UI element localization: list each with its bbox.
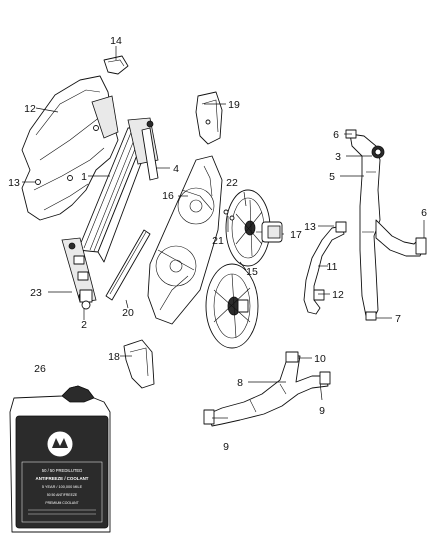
callout-labels: 14 12 13 1 4 19 16 22 21 17 15 23 2 20 1… <box>8 35 427 453</box>
jug-label-line5: PREMIUM COOLANT <box>45 501 78 505</box>
part-17-fan-lower <box>205 263 259 349</box>
part-11-13-small-hose <box>303 221 347 315</box>
part-19-fan-motor <box>256 221 283 243</box>
callout-10: 10 <box>314 353 326 365</box>
part-2-25-drain <box>79 289 93 310</box>
callout-1: 1 <box>81 171 87 183</box>
callout-4: 4 <box>173 163 179 175</box>
callout-5: 5 <box>329 171 335 183</box>
callout-11: 11 <box>327 261 338 273</box>
part-20-bracket <box>123 339 155 389</box>
callout-18: 16 <box>162 190 174 202</box>
part-14-15-air-duct <box>21 75 119 221</box>
callout-17: 15 <box>246 266 258 278</box>
part-8-10-lower-hose <box>203 351 331 427</box>
callout-9-left: 9 <box>223 441 229 453</box>
callout-12: 12 <box>332 289 344 301</box>
callout-3: 3 <box>335 151 341 163</box>
part-26-coolant-jug: 50 / 50 PREDILUTED ANTIFREEZE / COOLANT … <box>9 385 111 533</box>
jug-label-line3: 5 YEAR / 100,000 MILE <box>42 485 83 489</box>
part-23-screws <box>223 209 235 221</box>
part-22-seal <box>105 229 151 301</box>
callout-25: 23 <box>30 287 42 299</box>
jug-label-line4: 50 50 ANTIFREEZE <box>47 493 78 497</box>
jug-label-line1: 50 / 50 PREDILUTED <box>42 468 83 473</box>
callout-7: 7 <box>395 313 401 325</box>
part-18-fan-shroud <box>147 155 223 325</box>
jug-label-line2: ANTIFREEZE / COOLANT <box>36 476 89 481</box>
part-3-5-upper-hose <box>345 129 427 321</box>
callout-23: 21 <box>212 235 224 247</box>
callout-13: 13 <box>304 221 316 233</box>
part-21-bracket <box>195 91 223 145</box>
callout-20: 18 <box>108 351 120 363</box>
callout-26: 26 <box>34 363 46 375</box>
part-24-fan-upper <box>225 189 271 267</box>
part-1-radiator <box>61 117 159 303</box>
leader-lines <box>22 46 425 419</box>
callout-14: 12 <box>24 103 36 115</box>
callout-22: 20 <box>122 307 134 319</box>
callout-15: 13 <box>8 177 20 189</box>
callout-6-top: 6 <box>333 129 339 141</box>
callout-21: 19 <box>228 99 240 111</box>
callout-8: 8 <box>237 377 243 389</box>
callout-16: 14 <box>110 35 122 47</box>
callout-2: 2 <box>81 319 87 331</box>
part-16-bracket <box>103 55 129 75</box>
callout-9-right: 9 <box>319 405 325 417</box>
callout-6-right: 6 <box>421 207 427 219</box>
callout-19: 17 <box>290 229 302 241</box>
part-4-seal <box>141 127 159 181</box>
callout-24: 22 <box>226 177 238 189</box>
